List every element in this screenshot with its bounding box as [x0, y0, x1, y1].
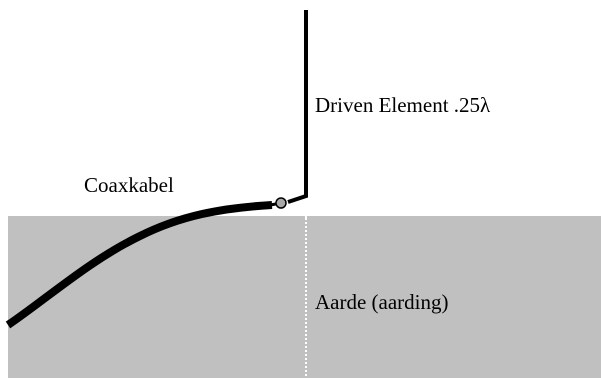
coax-cable — [5, 201, 273, 329]
ground-label: Aarde (aarding) — [315, 290, 449, 314]
driven-element-label: Driven Element .25λ — [315, 93, 491, 117]
ground-plane — [8, 216, 601, 378]
ground-connection-wire — [283, 204, 307, 219]
driven-element-wire — [287, 10, 308, 204]
coax-cable-label: Coaxkabel — [84, 173, 174, 197]
feedpoint-node — [275, 197, 287, 209]
